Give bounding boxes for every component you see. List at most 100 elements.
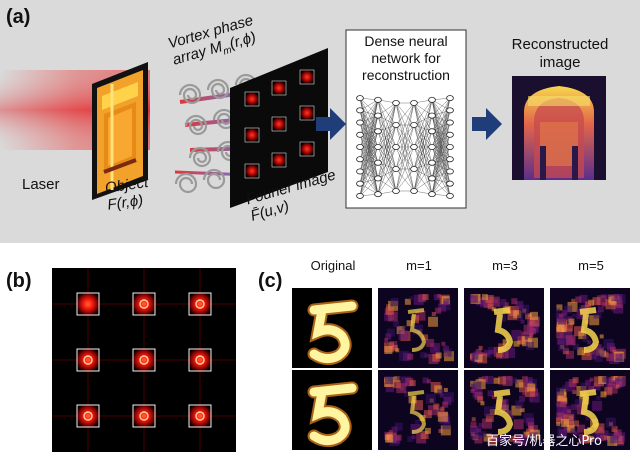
fourier-spot-ring xyxy=(83,355,93,365)
fourier-spot-box xyxy=(188,348,212,372)
reconstruction-image xyxy=(550,370,630,450)
dnn-node xyxy=(428,112,436,119)
dnn-node xyxy=(446,143,454,150)
dnn-node xyxy=(374,96,382,103)
dnn-label: Dense neural network for reconstruction xyxy=(362,33,450,83)
dnn-node xyxy=(446,95,454,102)
panel-c-label: (c) xyxy=(258,270,283,292)
dnn-node xyxy=(374,112,382,119)
reconstruction-image xyxy=(378,288,458,368)
reconstruction-image xyxy=(378,370,458,450)
fourier-spot-box xyxy=(132,348,156,372)
fourier-spot xyxy=(74,290,102,318)
dnn-nodes xyxy=(356,95,454,199)
dnn-node xyxy=(356,143,364,150)
dnn-node xyxy=(428,143,436,150)
arrow-right-icon xyxy=(472,108,502,140)
dnn-node xyxy=(392,143,400,150)
reconstruction-core xyxy=(493,307,514,353)
dnn-node xyxy=(392,122,400,129)
dnn-node xyxy=(374,191,382,198)
fourier-image xyxy=(230,48,328,208)
fourier-spot xyxy=(130,290,158,318)
dnn-node xyxy=(356,192,364,199)
dnn-node xyxy=(446,107,454,114)
panel-a-graphics xyxy=(0,29,606,209)
dnn-node xyxy=(446,180,454,187)
fourier-spot-ring xyxy=(195,355,205,365)
digit-five-stroke xyxy=(309,383,357,446)
dnn-node xyxy=(374,159,382,166)
fourier-spot-ring xyxy=(195,299,205,309)
reconstruction-image xyxy=(464,288,544,368)
dnn-node xyxy=(446,119,454,126)
reconstruction-core xyxy=(579,307,600,353)
reconstruction-image xyxy=(464,370,544,450)
fourier-spot-box xyxy=(132,404,156,428)
laser-label: Laser xyxy=(22,176,60,193)
reconstructed-image xyxy=(512,76,606,180)
dnn-node xyxy=(356,131,364,138)
dnn-node xyxy=(392,100,400,107)
dnn-node xyxy=(446,168,454,175)
column-header-m1: m=1 xyxy=(406,258,432,273)
dnn-node xyxy=(410,122,418,129)
fourier-spot-box xyxy=(132,292,156,316)
digit-five-stroke xyxy=(309,301,357,364)
dnn-node xyxy=(392,187,400,194)
watermark: 百家号/机器之心Pro xyxy=(486,434,603,449)
fourier-spot xyxy=(74,346,102,374)
recon-label: Reconstructed image xyxy=(511,36,609,71)
fourier-spot xyxy=(186,290,214,318)
panel-a: (a) Laser Object F(r,ϕ) Vortex phase arr… xyxy=(0,0,640,243)
dnn-node xyxy=(428,159,436,166)
vortex-phase-array xyxy=(174,73,268,194)
dnn-node xyxy=(374,175,382,182)
fourier-spot-ring xyxy=(83,411,93,421)
reconstruction-core xyxy=(407,390,427,434)
dnn-node xyxy=(356,156,364,163)
dnn-node xyxy=(356,168,364,175)
dnn-node xyxy=(356,95,364,102)
dnn-node xyxy=(446,192,454,199)
fourier-spot-ring xyxy=(139,299,149,309)
dnn-node xyxy=(446,131,454,138)
fourier-spot-box xyxy=(76,404,100,428)
dnn-node xyxy=(428,128,436,135)
fourier-spot xyxy=(186,402,214,430)
dnn-node xyxy=(410,187,418,194)
fourier-spot-box xyxy=(76,292,100,316)
dnn-node xyxy=(374,143,382,150)
dnn-node xyxy=(428,191,436,198)
original-digit-image xyxy=(292,288,372,368)
fourier-spot xyxy=(74,402,102,430)
arrow-right-icon xyxy=(316,108,346,140)
fourier-spot-ring xyxy=(195,411,205,421)
fourier-spot-box xyxy=(76,348,100,372)
dnn-node xyxy=(374,128,382,135)
dnn-node xyxy=(410,143,418,150)
fourier-spot xyxy=(130,402,158,430)
panel-b-image xyxy=(52,268,236,452)
dnn-node xyxy=(446,156,454,163)
dnn-node xyxy=(410,165,418,172)
fourier-spot-ring xyxy=(139,411,149,421)
dnn-node xyxy=(356,107,364,114)
fourier-spot-box xyxy=(188,292,212,316)
dnn-node xyxy=(356,119,364,126)
fourier-spot xyxy=(130,346,158,374)
object-label: Object F(r,ϕ) xyxy=(104,173,150,214)
dnn-node xyxy=(428,175,436,182)
column-header-m3: m=3 xyxy=(492,258,518,273)
dnn-node xyxy=(356,180,364,187)
dnn-node xyxy=(428,96,436,103)
original-digit-image xyxy=(292,370,372,450)
reconstruction-core xyxy=(407,308,427,352)
object-image xyxy=(92,62,148,200)
reconstruction-image xyxy=(550,288,630,368)
fourier-spot-box xyxy=(188,404,212,428)
fourier-spot-ring xyxy=(139,355,149,365)
dnn-node xyxy=(392,165,400,172)
column-header-original: Original xyxy=(310,258,356,273)
fourier-spot xyxy=(186,346,214,374)
